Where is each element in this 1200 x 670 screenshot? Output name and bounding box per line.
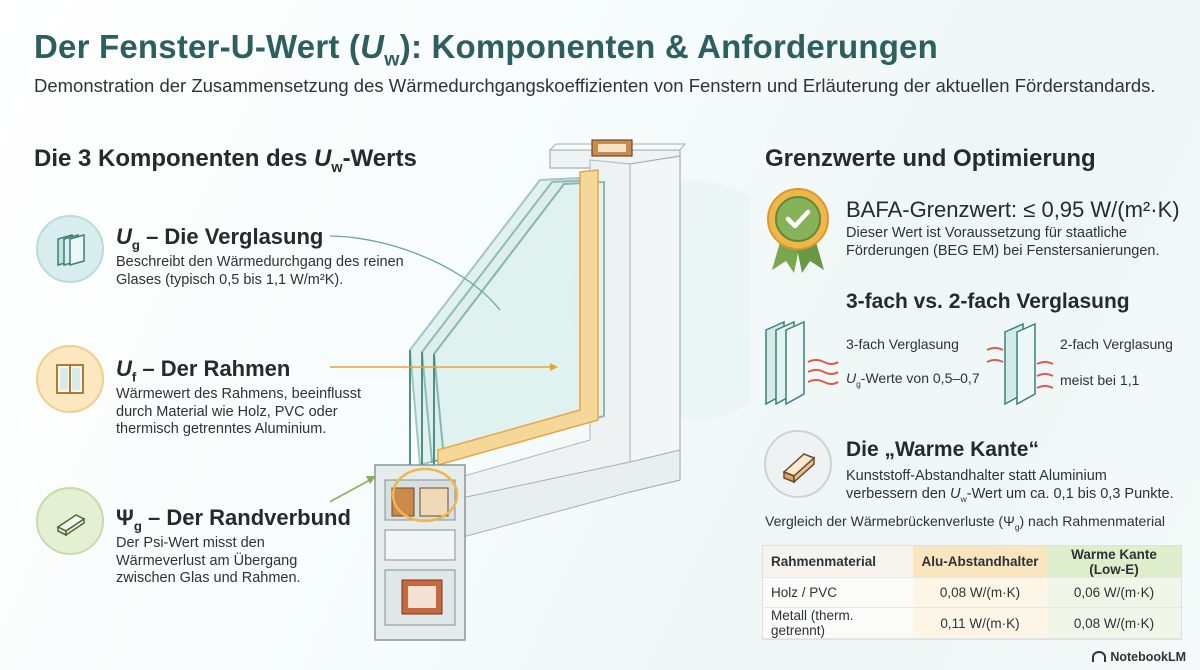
comparison-caption: Vergleich der Wärmebrückenverluste (Ψg) …	[765, 513, 1165, 532]
award-badge-icon	[767, 188, 829, 273]
table-cell: Holz / PVC	[763, 578, 913, 608]
components-heading: Die 3 Komponenten des Uw-Werts	[34, 145, 417, 176]
double-glazing-icon	[986, 322, 1054, 406]
warm-edge-spacer-icon	[764, 430, 832, 498]
table-cell: 0,08 W/(m·K)	[1047, 608, 1181, 639]
table-header-row: Rahmenmaterial Alu-Abstandhalter Warme K…	[763, 546, 1181, 578]
page-title: Der Fenster-U-Wert (Uw): Komponenten & A…	[34, 28, 938, 71]
table-header-cell: Alu-Abstandhalter	[913, 546, 1047, 578]
glass-panes-icon	[36, 215, 104, 283]
triple-glazing-value: Ug-Werte von 0,5–0,7	[846, 370, 980, 389]
page-subtitle: Demonstration der Zusammensetzung des Wä…	[34, 75, 1156, 96]
brand-name: NotebookLM	[1110, 650, 1186, 664]
component-frame-desc: Wärmewert des Rahmens, beeinflusst durch…	[116, 386, 361, 437]
component-edge-seal-desc: Der Psi-Wert misst den Wärmeverlust am Ü…	[116, 535, 301, 586]
table-row: Holz / PVC 0,08 W/(m·K) 0,06 W/(m·K)	[763, 578, 1181, 608]
brand-logo-icon	[1092, 651, 1107, 662]
limits-heading: Grenzwerte und Optimierung	[765, 145, 1096, 172]
double-glazing-value: meist bei 1,1	[1060, 372, 1140, 388]
table-cell: 0,11 W/(m·K)	[913, 608, 1047, 639]
spacer-profile-icon	[36, 487, 104, 555]
table-cell: Metall (therm. getrennt)	[763, 608, 913, 639]
triple-glazing-icon	[765, 320, 839, 406]
glazing-comparison-heading: 3-fach vs. 2-fach Verglasung	[846, 290, 1130, 313]
table-cell: 0,06 W/(m·K)	[1047, 578, 1181, 608]
comparison-table: Rahmenmaterial Alu-Abstandhalter Warme K…	[762, 545, 1182, 640]
table-row: Metall (therm. getrennt) 0,11 W/(m·K) 0,…	[763, 608, 1181, 639]
double-glazing-label: 2-fach Verglasung	[1060, 336, 1173, 352]
triple-glazing-label: 3-fach Verglasung	[846, 336, 959, 352]
brand-watermark: NotebookLM	[1092, 650, 1186, 664]
warm-edge-heading: Die „Warme Kante“	[846, 438, 1039, 461]
component-glazing-desc: Beschreibt den Wärmedurchgang des reinen…	[116, 254, 404, 288]
component-glazing-title: Ug – Die Verglasung	[116, 224, 324, 253]
table-cell: 0,08 W/(m·K)	[913, 578, 1047, 608]
window-frame-icon	[36, 345, 104, 413]
table-header-cell: Warme Kante (Low-E)	[1047, 546, 1181, 578]
window-cross-section-illustration	[330, 139, 750, 641]
component-frame-title: Uf – Der Rahmen	[116, 356, 291, 385]
table-header-cell: Rahmenmaterial	[763, 546, 913, 578]
warm-edge-desc: Kunststoff-Abstandhalter statt Aluminium…	[846, 468, 1174, 504]
bafa-limit-desc: Dieser Wert ist Voraussetzung für staatl…	[846, 225, 1160, 259]
bafa-limit-title: BAFA-Grenzwert: ≤ 0,95 W/(m²·K)	[846, 197, 1180, 222]
component-edge-seal-title: Ψg – Der Randverbund	[116, 505, 351, 534]
